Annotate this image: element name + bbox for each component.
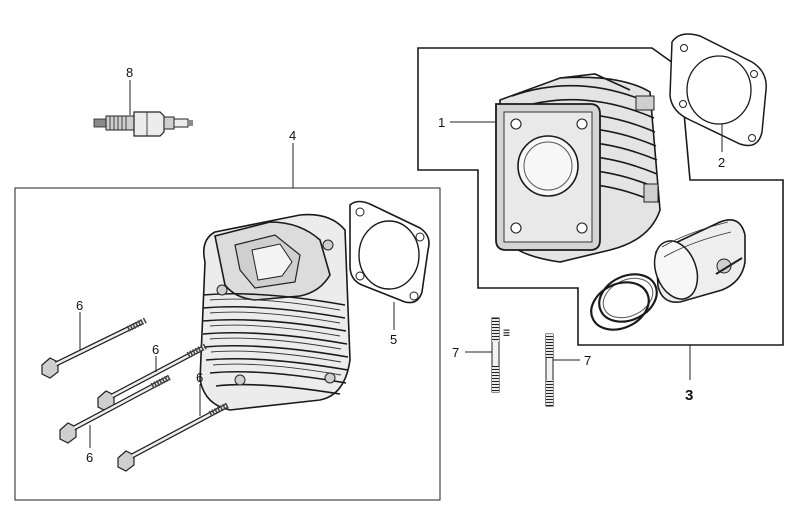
callout-7-right: 7 [584, 353, 591, 368]
head-bolt-c [59, 374, 172, 444]
callout-5: 5 [390, 332, 397, 347]
callout-6-d: 6 [196, 370, 203, 385]
callout-8: 8 [126, 65, 133, 80]
head-kit-frame [14, 187, 441, 501]
callout-6-c: 6 [86, 450, 93, 465]
spark-plug [93, 111, 193, 137]
cylinder [495, 73, 661, 263]
piston [653, 219, 746, 303]
callout-6-a: 6 [76, 298, 83, 313]
callout-4: 4 [289, 128, 296, 143]
cylinder-head [199, 213, 351, 411]
piston-rings [590, 273, 658, 331]
cylinder-base-gasket [669, 33, 767, 147]
callout-3: 3 [685, 387, 693, 404]
head-bolt-a [41, 317, 148, 379]
head-bolt-d [117, 402, 230, 472]
head-gasket [349, 200, 430, 304]
stud-right [545, 333, 554, 407]
callout-6-b: 6 [152, 342, 159, 357]
stud-left [491, 317, 510, 393]
callout-2: 2 [718, 155, 725, 170]
callout-7-left: 7 [452, 345, 459, 360]
callout-1: 1 [438, 115, 445, 130]
